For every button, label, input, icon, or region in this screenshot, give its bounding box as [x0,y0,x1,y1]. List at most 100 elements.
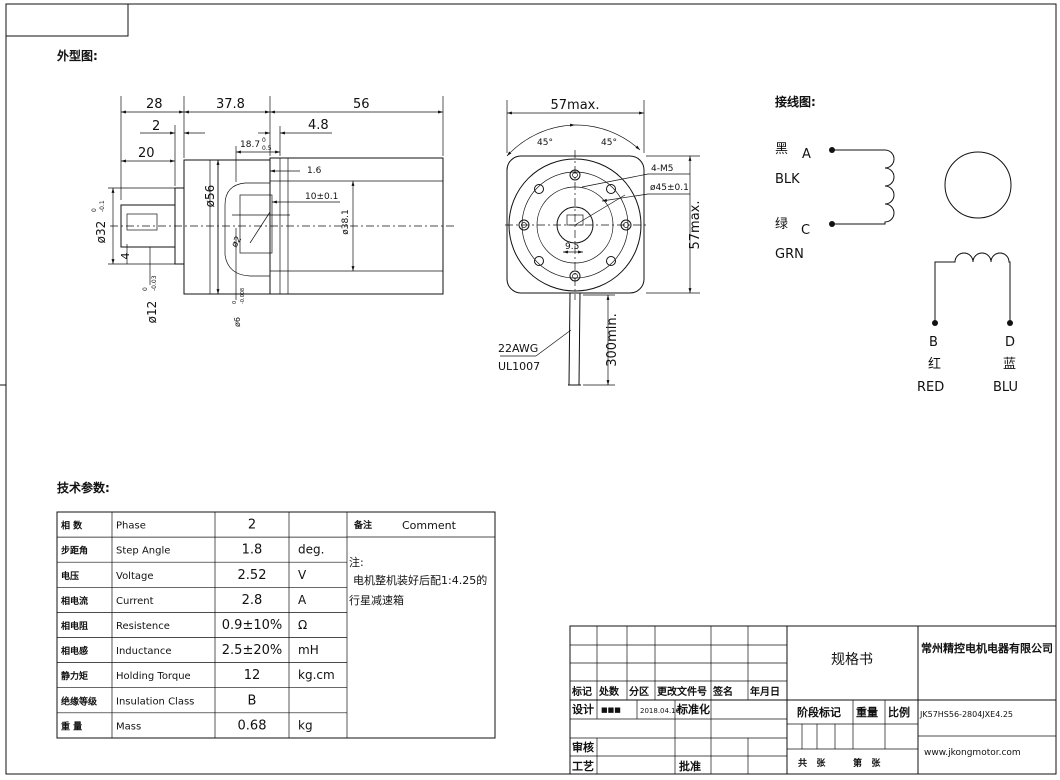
spec-row-cn: 步距角 [61,545,88,557]
specs-label: 技术参数: [57,480,110,495]
spec-row-en: Voltage [116,571,154,582]
tb-header-cell: 分区 [629,685,649,698]
tb-date: 2018.04.16 [640,707,681,715]
spec-row-value: 12 [244,668,261,683]
dim-angle-1: 45° [537,138,553,148]
front-flange [506,155,645,294]
spec-row-cn: 相电流 [61,595,88,607]
spec-row-en: Current [116,596,154,607]
coil-AC [832,149,895,225]
dim-20: 20 [138,146,155,161]
dim-56: 56 [353,97,370,112]
wire-D-letter: D [1005,335,1015,350]
dim-height: 57max. [688,201,703,250]
dim-37-8: 37.8 [216,97,245,112]
svg-text:0: 0 [142,287,149,291]
spec-row-en: Step Angle [116,546,170,557]
spec-row-en: Mass [116,721,141,732]
dim-18-7: 18.7 [240,140,260,150]
dim-4: 4 [119,253,132,260]
spec-row-value: 0.68 [238,718,267,733]
tb-design: 设计 [572,702,594,716]
comment-en: Comment [402,519,457,532]
svg-text:0: 0 [262,137,266,144]
gearbox-body [183,159,271,295]
wire-C-en: GRN [775,247,804,262]
dim-phi12: ø12 [145,301,159,324]
coil-BD [934,252,1011,323]
comment-cn: 备注 [353,519,372,531]
front-view: 22AWG UL1007 57max. 45° 45° 57max. 4-M5 … [498,98,703,386]
tb-designer: ■■■ [601,706,621,714]
tb-doc-title: 规格书 [831,652,873,668]
wire-awg: 22AWG [498,342,538,355]
spec-row-en: Inductance [116,646,172,657]
spec-row-value: 2 [248,518,256,533]
wire-B-letter: B [929,335,938,350]
spec-row-cn: 相电阻 [61,620,88,632]
dim-4-8: 4.8 [308,118,329,133]
note-line-2: 行星减速箱 [349,593,404,607]
dim-holes: 4-M5 [651,164,673,174]
spec-row-cn: 绝缘等级 [61,695,98,707]
svg-text:0: 0 [232,301,238,304]
dim-28: 28 [146,97,163,112]
wiring-label: 接线图: [775,94,816,109]
tb-header-cell: 标记 [571,685,592,698]
tb-header-cell: 处数 [598,685,620,698]
spec-row-value: 1.8 [242,543,263,558]
wire-C-cn: 绿 [775,217,788,232]
tb-header-cell: 签名 [712,685,733,698]
dim-phi56: ø56 [203,185,217,208]
tb-review: 审核 [572,740,594,754]
tb-standard: 标准化 [676,702,710,716]
wire-B-cn: 红 [928,356,941,372]
wire-A-en: BLK [775,172,800,187]
dim-1-6: 1.6 [307,166,322,176]
wire-D-cn: 蓝 [1003,357,1016,372]
tb-process: 工艺 [572,759,594,773]
tb-website: www.jkongmotor.com [924,748,1021,758]
tb-scale: 比例 [888,705,910,719]
spec-row-cn: 静力矩 [61,670,88,682]
svg-text:-0.03: -0.03 [151,275,158,291]
tb-stage: 阶段标记 [797,705,841,719]
tb-sheets: 共 张 [798,757,826,769]
dim-10: 10±0.1 [305,192,338,202]
spec-row-unit: V [298,568,307,582]
spec-row-cn: 重 量 [61,720,82,732]
dim-pcd: ø45±0.1 [650,183,689,193]
svg-text:0: 0 [91,208,98,212]
wire-A-letter: A [802,147,811,162]
dim-angle-2: 45° [601,138,617,148]
wire-C-letter: C [801,223,810,238]
spec-row-en: Resistence [116,621,170,632]
tb-header-cell: 更改文件号 [657,685,707,698]
spec-row-unit: Ω [298,618,307,632]
dim-phi2: ø2 [230,235,244,250]
corner-box [5,3,129,37]
spec-row-unit: kg.cm [298,668,335,682]
note-line-1: 电机整机装好后配1:4.25的 [353,573,487,587]
title-block: 标记处数分区更改文件号签名年月日 设计 ■■■ 2018.04.16 标准化 审… [569,625,1057,775]
svg-text:0.5: 0.5 [262,145,272,152]
shaft-key [126,213,158,231]
dim-38-1: ø38.1 [341,209,351,235]
svg-text:-0.008: -0.008 [240,288,246,304]
wire-A-cn: 黑 [775,142,788,157]
spec-row-value: 2.52 [238,568,267,583]
tb-approve: 批准 [679,759,701,773]
spec-row-en: Phase [116,521,146,532]
wire-ul: UL1007 [498,360,540,373]
spec-row-unit: kg [298,718,313,732]
spec-row-unit: deg. [298,543,324,557]
note-title: 注: [349,555,364,569]
spec-row-unit: mH [298,643,319,657]
spec-row-value: 2.8 [242,593,263,608]
spec-row-en: Insulation Class [116,696,194,707]
spec-row-value: 2.5±20% [222,643,282,658]
dim-phi6: ø6 [233,317,242,327]
wiring-diagram: 接线图: 黑 A BLK 绿 C GRN B 红 RED D 蓝 BLU [775,94,1018,395]
